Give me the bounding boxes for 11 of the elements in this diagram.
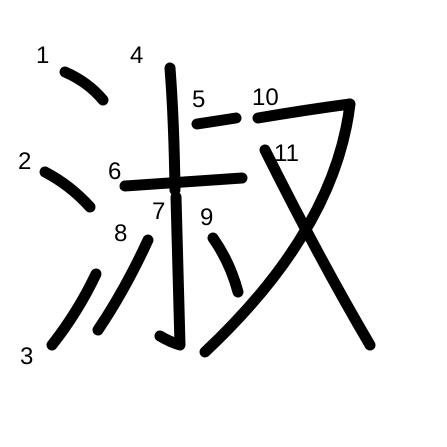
stroke-number: 8	[114, 222, 128, 246]
stroke-number: 6	[108, 160, 122, 184]
stroke-number: 9	[200, 206, 214, 230]
stroke-number: 3	[20, 345, 34, 369]
stroke-number: 1	[36, 44, 50, 68]
stroke-number: 10	[252, 86, 279, 110]
stroke-number: 11	[274, 142, 299, 166]
stroke-number: 7	[152, 200, 166, 224]
stroke-number: 2	[18, 150, 32, 174]
stroke-number: 5	[192, 88, 206, 112]
stroke-number: 4	[130, 44, 144, 68]
